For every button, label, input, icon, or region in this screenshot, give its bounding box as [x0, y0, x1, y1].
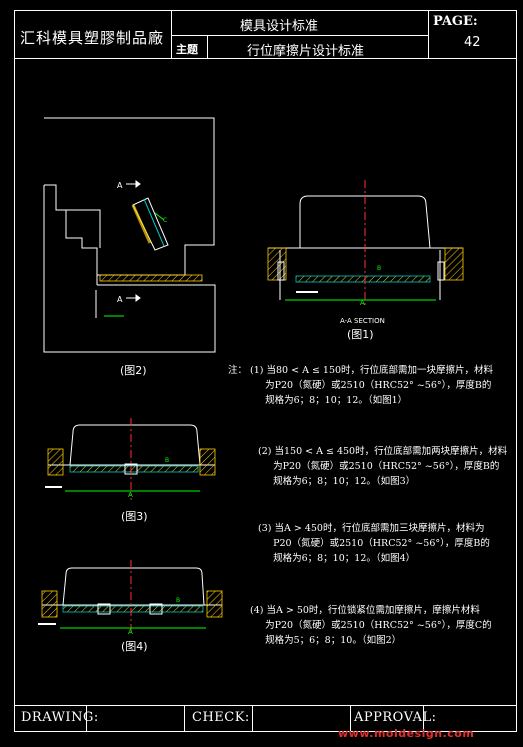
check-label: CHECK:	[192, 710, 250, 725]
fig2-section-a-top: A	[117, 181, 123, 190]
figure-2-drawing	[43, 117, 216, 353]
figure-4-drawing	[38, 560, 223, 635]
note-4: (4) 当A > 50时，行位锁紧位需加摩擦片，摩擦片材料 为P20（氮硬）或2…	[250, 605, 492, 646]
subject-title: 行位摩擦片设计标准	[247, 44, 365, 59]
footer-divider-1	[86, 705, 87, 732]
fig1-caption: (图1)	[347, 328, 374, 341]
footer-divider-4	[350, 705, 351, 732]
note-2: (2) 当150 < A ≤ 450时，行位底部需加两块摩擦片，材料 为P20（…	[258, 446, 508, 487]
figure-1-drawing	[267, 180, 464, 308]
note-1: (1) 当80 < A ≤ 150时，行位底部需加一块摩擦片，材料 为P20（氮…	[250, 365, 494, 406]
fig1-dim-b: B	[377, 265, 381, 272]
footer-top-line	[14, 705, 517, 706]
fig1-dim-a: A	[360, 299, 365, 307]
company-name: 汇科模具塑膠制品廠	[20, 29, 165, 47]
fig2-lock-wear-plate	[131, 204, 152, 244]
titleblock-divider-h	[171, 35, 428, 36]
notes-prefix: 注：	[228, 365, 248, 376]
approval-label: APPROVAL:	[354, 710, 437, 725]
fig4-dim-b: B	[176, 597, 180, 604]
drawing-frame	[14, 10, 517, 732]
note-3: (3) 当A > 450时，行位底部需加三块摩擦片，材料为 P20（氮硬）或25…	[258, 523, 490, 564]
fig3-dim-a: A	[128, 491, 133, 499]
watermark: www.moldesign.com	[338, 727, 475, 740]
titleblock-bottom-line	[14, 58, 517, 59]
fig4-caption: (图4)	[121, 640, 148, 653]
titleblock-divider-3	[207, 35, 208, 58]
drawing-label: DRAWING:	[21, 710, 99, 725]
footer-divider-2	[184, 705, 185, 732]
fig3-caption: (图3)	[121, 510, 148, 523]
fig2-section-marks	[95, 180, 165, 318]
fig2-caption: (图2)	[120, 364, 147, 377]
fig1-section-label: A-A SECTION	[340, 317, 385, 325]
fig2-dim-c: C	[163, 217, 167, 224]
page-number: 42	[464, 35, 481, 50]
fig3-dim-b: B	[165, 457, 169, 464]
subject-label: 主题	[176, 43, 198, 56]
doc-title: 模具设计标准	[240, 19, 319, 34]
page-label: PAGE:	[433, 14, 478, 29]
titleblock-divider-2	[428, 10, 429, 58]
titleblock-divider-1	[171, 10, 172, 58]
footer-divider-5	[423, 705, 424, 732]
fig2-section-a-bottom: A	[117, 295, 123, 304]
figure-3-drawing	[45, 418, 216, 500]
footer-divider-3	[252, 705, 253, 732]
fig2-wear-plate	[99, 274, 203, 282]
fig4-dim-a: A	[128, 628, 133, 636]
